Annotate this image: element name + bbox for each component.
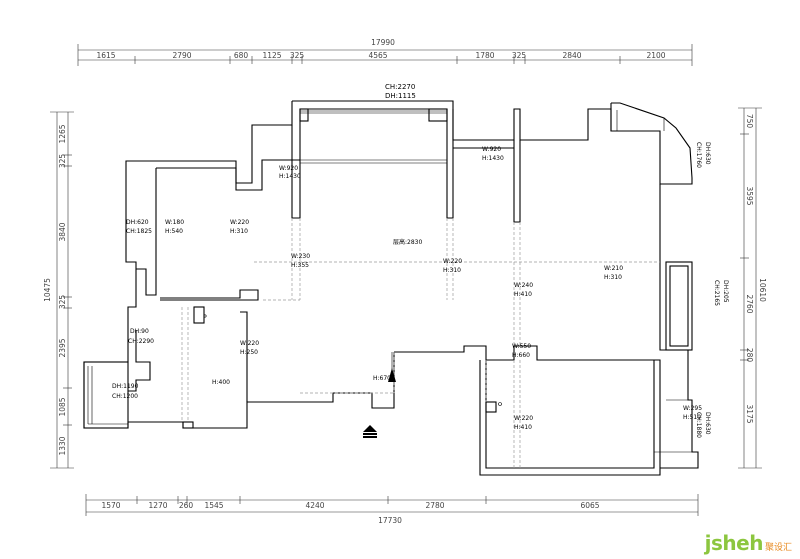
label-h1430-b: H:1430 [482,155,504,162]
label-h510: H:510 [683,414,701,421]
annotations: CH:2270 DH:1115 W:920 H:1430 W:920 H:143… [112,83,729,438]
label-h410-a: H:410 [514,291,532,298]
right-seg-5: 3175 [745,404,754,423]
label-w220-b: W:220 [443,258,462,265]
right-seg-3: 2760 [745,294,754,313]
label-dh90: DH:90 [130,328,149,335]
top-seg-9: 2840 [562,51,581,60]
label-ch2290: CH:2290 [128,338,154,345]
label-w180: W:180 [165,219,184,226]
right-total-label: 10610 [758,278,767,302]
label-dh-top: DH:1115 [385,92,416,100]
drain-icon [498,402,502,406]
label-w220-a: W:220 [230,219,249,226]
right-dimension-chain: 750 3595 2760 280 3175 10610 [738,107,767,469]
right-seg-2: 3595 [745,186,754,205]
bottom-seg-6: 2780 [425,501,444,510]
label-dh630-b: DH:630 [704,412,711,435]
label-ch2165: CH:2165 [713,280,720,306]
top-seg-10: 2100 [646,51,665,60]
right-seg-4: 280 [745,348,754,363]
label-w550: W:550 [512,343,531,350]
label-dh205: DH:205 [722,280,729,303]
walls [83,100,699,476]
left-seg-2: 325 [58,154,67,169]
label-h310-b: H:310 [443,267,461,274]
left-seg-4: 325 [58,295,67,310]
label-h540: H:540 [165,228,183,235]
left-seg-1: 1265 [58,124,67,143]
left-seg-3: 3840 [58,222,67,241]
top-seg-7: 1780 [475,51,494,60]
top-seg-3: 680 [234,51,249,60]
label-ch-top: CH:2270 [385,83,415,91]
label-h410-b: H:410 [514,424,532,431]
bottom-seg-4: 1545 [204,501,223,510]
label-h660: H:660 [512,352,530,359]
bottom-seg-2: 1270 [148,501,167,510]
label-w240: W:240 [514,282,533,289]
left-seg-7: 1330 [58,436,67,455]
label-w230: W:230 [291,253,310,260]
logo-sub-text: 聚设汇 [764,543,792,553]
top-total-label: 17990 [371,38,395,47]
top-seg-4: 1125 [262,51,281,60]
left-seg-5: 2395 [58,338,67,357]
bottom-seg-5: 4240 [305,501,324,510]
label-ch1825: CH:1825 [126,228,152,235]
door-mark-icon [388,352,396,382]
label-h250: H:250 [240,349,258,356]
label-w210: W:210 [604,265,623,272]
bottom-seg-7: 6065 [580,501,599,510]
label-w220-c: W:220 [240,340,259,347]
left-seg-6: 1085 [58,397,67,416]
top-seg-2: 2790 [172,51,191,60]
bottom-dimension-chain: 1570 1270 260 1545 4240 2780 6065 17730 [85,494,699,525]
label-h400: H:400 [212,379,230,386]
left-dimension-chain: 10475 1265 325 3840 325 2395 1085 1330 [43,111,74,469]
label-w295: W:295 [683,405,702,412]
label-h310-a: H:310 [230,228,248,235]
top-dimension-chain: 17990 1615 2790 680 1125 325 4565 1780 3… [77,38,693,66]
left-total-label: 10475 [43,278,52,302]
label-h355: H:355 [291,262,309,269]
vent-icon [203,314,207,318]
bottom-seg-3: 260 [179,501,194,510]
label-h310-c: H:310 [604,274,622,281]
top-seg-5: 325 [290,51,305,60]
label-h1430-a: H:1430 [279,173,301,180]
label-ch1880: CH:1880 [695,412,702,438]
label-ch1200: CH:1200 [112,393,138,400]
site-logo: jsheh 聚设汇 [705,531,792,555]
top-seg-1: 1615 [96,51,115,60]
entrance-arrow-icon [363,425,377,438]
label-w920-a: W:920 [279,165,298,172]
top-seg-8: 325 [512,51,527,60]
label-h670: H:670 [373,375,391,382]
label-dh1190: DH:1190 [112,383,139,390]
label-dh630-a: DH:630 [704,142,711,165]
bottom-seg-1: 1570 [101,501,120,510]
top-seg-6: 4565 [368,51,387,60]
label-w920-b: W:920 [482,146,501,153]
label-dh620: DH:620 [126,219,149,226]
label-w220-d: W:220 [514,415,533,422]
label-height: 层高:2830 [393,238,422,246]
label-ch1760: CH:1760 [695,142,702,168]
logo-text: jsheh [704,531,764,555]
beam-lines [181,218,660,468]
right-seg-1: 750 [745,114,754,129]
bottom-total-label: 17730 [378,516,402,525]
